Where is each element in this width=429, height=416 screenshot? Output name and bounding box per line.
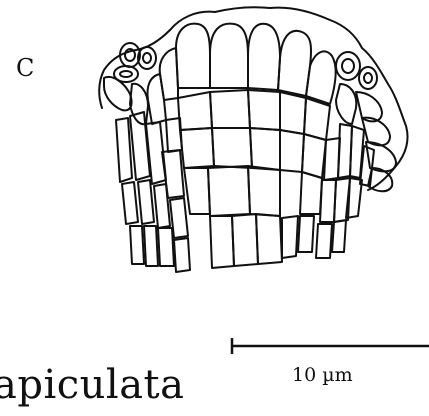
axial-cell (250, 128, 280, 170)
dome-cell (176, 24, 210, 88)
round-cell (359, 67, 377, 89)
round-cell (336, 52, 360, 80)
axial-cell (302, 134, 326, 178)
trunk-cell (232, 214, 258, 266)
filament-cell (332, 220, 346, 252)
side-cell (336, 84, 356, 124)
filament-cell (282, 216, 298, 258)
filament-cell (298, 216, 314, 252)
round-cell (143, 53, 151, 63)
filament-cell (300, 172, 322, 214)
scale-bar (232, 338, 429, 354)
axial-cell (248, 166, 280, 216)
axial-cell (248, 90, 280, 130)
trunk-cell (210, 216, 234, 268)
filament-cell (144, 226, 158, 266)
round-cell (342, 59, 354, 73)
axial-cell (210, 90, 250, 128)
trunk-cell (256, 214, 282, 264)
axial-cell (208, 166, 250, 216)
axial-cell (178, 92, 212, 130)
round-cell (120, 71, 132, 77)
filament-cell (174, 238, 190, 272)
filament-cell (116, 118, 132, 182)
species-name-fragment: apiculata (0, 362, 184, 408)
dome-cell (278, 31, 311, 96)
axial-cell (180, 128, 214, 168)
filament-cell (158, 228, 174, 266)
axial-cell (304, 98, 330, 140)
filament-cell (154, 184, 170, 228)
filament-cell (130, 226, 144, 264)
filament-cell (162, 150, 184, 198)
round-cell (120, 43, 140, 67)
axial-cell (184, 168, 210, 214)
axial-cell (280, 130, 304, 172)
filament-cell (316, 224, 332, 258)
round-cell (364, 73, 372, 83)
side-cell (366, 142, 396, 171)
dome-cell (210, 24, 248, 88)
dome-cell (248, 24, 280, 90)
scale-bar-label: 10 µm (292, 364, 353, 386)
filament-cell (138, 180, 154, 224)
axial-cell (212, 128, 252, 168)
dome-cell (148, 74, 167, 124)
filament-cell (122, 182, 138, 224)
axial-cell (280, 92, 306, 134)
